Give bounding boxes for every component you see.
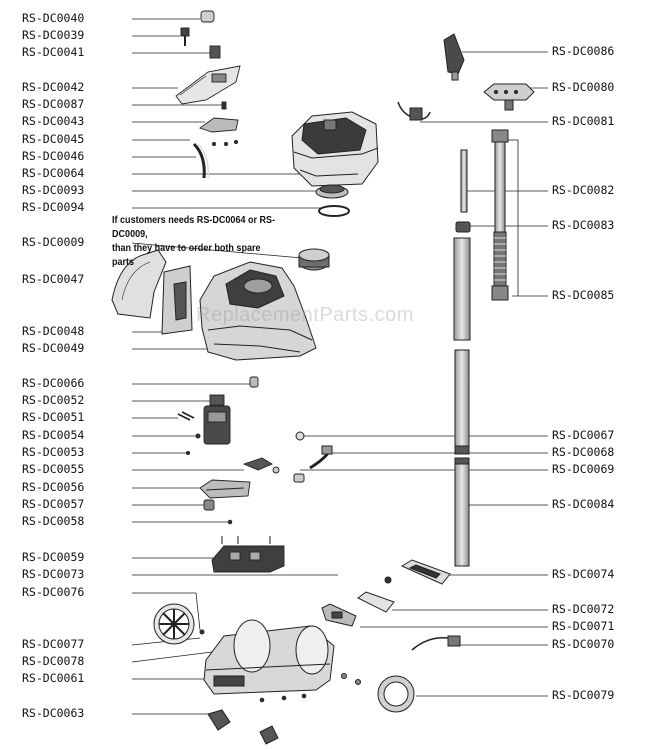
label-rs-dc0040: RS-DC0040	[22, 11, 85, 25]
label-rs-dc0059: RS-DC0059	[22, 550, 85, 564]
label-rs-dc0085: RS-DC0085	[552, 288, 615, 302]
label-rs-dc0061: RS-DC0061	[22, 671, 85, 685]
label-rs-dc0042: RS-DC0042	[22, 80, 85, 94]
label-rs-dc0079: RS-DC0079	[552, 688, 615, 702]
label-rs-dc0078: RS-DC0078	[22, 654, 85, 668]
label-rs-dc0076: RS-DC0076	[22, 585, 85, 599]
label-rs-dc0087: RS-DC0087	[22, 97, 85, 111]
hose-coil	[493, 231, 507, 287]
label-rs-dc0084: RS-DC0084	[552, 497, 615, 511]
label-rs-dc0041: RS-DC0041	[22, 45, 85, 59]
leader-lines-right	[300, 51, 548, 697]
label-rs-dc0049: RS-DC0049	[22, 341, 85, 355]
label-rs-dc0066: RS-DC0066	[22, 376, 85, 390]
label-rs-dc0054: RS-DC0054	[22, 428, 85, 442]
note-line-2: than they have to order both spare parts	[112, 242, 261, 268]
label-rs-dc0086: RS-DC0086	[552, 44, 615, 58]
label-rs-dc0046: RS-DC0046	[22, 149, 85, 163]
part-valve-cap	[298, 248, 330, 271]
part-body-housing	[111, 249, 317, 361]
label-rs-dc0051: RS-DC0051	[22, 410, 85, 424]
label-rs-dc0043: RS-DC0043	[22, 114, 85, 128]
label-rs-dc0057: RS-DC0057	[22, 497, 85, 511]
label-rs-dc0063: RS-DC0063	[22, 706, 85, 720]
label-rs-dc0048: RS-DC0048	[22, 324, 85, 338]
label-rs-dc0039: RS-DC0039	[22, 28, 85, 42]
label-rs-dc0093: RS-DC0093	[22, 183, 85, 197]
label-rs-dc0071: RS-DC0071	[552, 619, 615, 633]
part-tank-cap	[315, 184, 350, 217]
parts-internal	[177, 376, 285, 573]
watermark: ReplacementParts.com	[196, 304, 414, 326]
label-rs-dc0072: RS-DC0072	[552, 602, 615, 616]
label-rs-dc0073: RS-DC0073	[22, 567, 85, 581]
label-rs-dc0009: RS-DC0009	[22, 235, 85, 249]
label-rs-dc0069: RS-DC0069	[552, 462, 615, 476]
label-rs-dc0082: RS-DC0082	[552, 183, 615, 197]
label-rs-dc0083: RS-DC0083	[552, 218, 615, 232]
label-rs-dc0067: RS-DC0067	[552, 428, 615, 442]
label-rs-dc0080: RS-DC0080	[552, 80, 615, 94]
label-rs-dc0055: RS-DC0055	[22, 462, 85, 476]
label-rs-dc0077: RS-DC0077	[22, 637, 85, 651]
label-rs-dc0052: RS-DC0052	[22, 393, 85, 407]
label-rs-dc0056: RS-DC0056	[22, 480, 85, 494]
label-rs-dc0053: RS-DC0053	[22, 445, 85, 459]
label-rs-dc0070: RS-DC0070	[552, 637, 615, 651]
parts-right-column	[293, 33, 535, 651]
label-rs-dc0074: RS-DC0074	[552, 567, 615, 581]
parts-left-column	[175, 10, 241, 179]
label-rs-dc0094: RS-DC0094	[22, 200, 85, 214]
label-rs-dc0081: RS-DC0081	[552, 114, 615, 128]
note-line-1: If customers needs RS-DC0064 or RS-DC000…	[112, 214, 276, 240]
spare-parts-note: If customers needs RS-DC0064 or RS-DC000…	[112, 213, 284, 269]
label-rs-dc0047: RS-DC0047	[22, 272, 85, 286]
label-rs-dc0045: RS-DC0045	[22, 132, 85, 146]
label-rs-dc0064: RS-DC0064	[22, 166, 85, 180]
label-rs-dc0058: RS-DC0058	[22, 514, 85, 528]
part-water-tank	[291, 111, 379, 187]
label-rs-dc0068: RS-DC0068	[552, 445, 615, 459]
parts-base	[153, 603, 415, 745]
